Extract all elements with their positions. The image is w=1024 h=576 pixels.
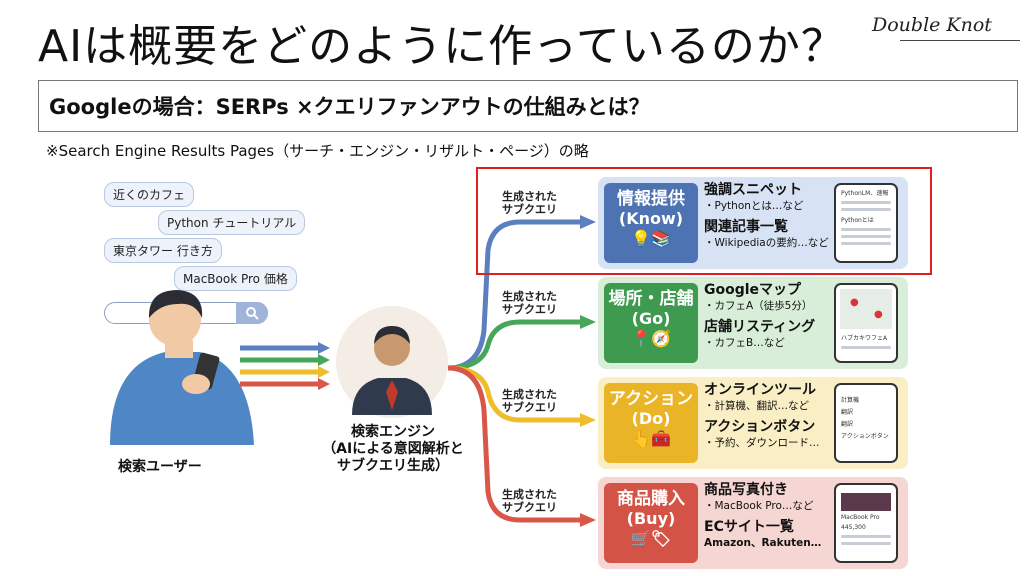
query-bubble: 近くのカフェ [104,182,195,207]
lightbulb-icon: 💡 [631,229,651,248]
panel-know-category: 情報提供 (Know) 💡📚 [604,183,698,263]
map-thumbnail: ● ● [840,289,892,329]
subquery-label: 生成されたサブクエリ [502,488,557,514]
logo-underline [900,40,1020,41]
panel-go-category: 場所・店舗 (Go) 📍🧭 [604,283,698,363]
engine-person-illustration [336,306,448,418]
query-bubble: 東京タワー 行き方 [104,238,222,263]
query-bubble: MacBook Pro 価格 [174,266,297,291]
subtitle: Googleの場合：SERPs ×クエリファンアウトの仕組みとは？ [49,95,650,119]
phone-mockup: PythonLM、速報 Pythonとは [834,183,898,263]
panel-do: アクション (Do) 👆🧰 オンラインツール ・計算機、翻訳…など アクションボ… [598,377,908,469]
phone-mockup: MacBook Pro 445,300 [834,483,898,563]
footnote: ※Search Engine Results Pages（サーチ・エンジン・リザ… [46,142,589,160]
compass-icon: 🧭 [651,329,671,348]
subtitle-box: Googleの場合：SERPs ×クエリファンアウトの仕組みとは？ [38,80,1018,132]
panel-know: 情報提供 (Know) 💡📚 強調スニペット ・Pythonとは…など 関連記事… [598,177,908,269]
brand-logo: Double Knot [872,14,992,36]
map-pin-icon: ● [874,309,883,320]
input-arrows [240,342,330,390]
user-label: 検索ユーザー [118,459,202,475]
subquery-label: 生成されたサブクエリ [502,388,557,414]
panel-go: 場所・店舗 (Go) 📍🧭 Googleマップ ・カフェA（徒歩5分） 店舗リス… [598,277,908,369]
branch-arrows [447,219,582,523]
highlight-box [476,167,932,275]
panel-buy-category: 商品購入 (Buy) 🛒🏷 [604,483,698,563]
subquery-label: 生成されたサブクエリ [502,190,557,216]
cart-icon: 🛒 [630,529,651,548]
books-icon: 📚 [651,229,671,248]
phone-mockup: 計算機 翻訳 翻訳 アクションボタン [834,383,898,463]
price-tag-icon: 🏷 [650,529,672,548]
user-person-illustration [110,290,254,445]
engine-label: 検索エンジン （AIによる意図解析と サブクエリ生成） [322,424,464,474]
panel-buy: 商品購入 (Buy) 🛒🏷 商品写真付き ・MacBook Pro…など ECサ… [598,477,908,569]
laptop-thumbnail [841,493,891,511]
phone-mockup: ● ● ハブカキワフェA [834,283,898,363]
map-pin-icon: 📍 [631,329,651,348]
toolbox-icon: 🧰 [651,429,671,448]
subquery-label: 生成されたサブクエリ [502,290,557,316]
search-icon [236,302,268,324]
query-bubble: Python チュートリアル [158,210,306,235]
panel-do-category: アクション (Do) 👆🧰 [604,383,698,463]
map-pin-icon: ● [850,297,859,308]
tap-hand-icon: 👆 [631,429,651,448]
page-title: AIは概要をどのように作っているのか？ [38,21,846,72]
